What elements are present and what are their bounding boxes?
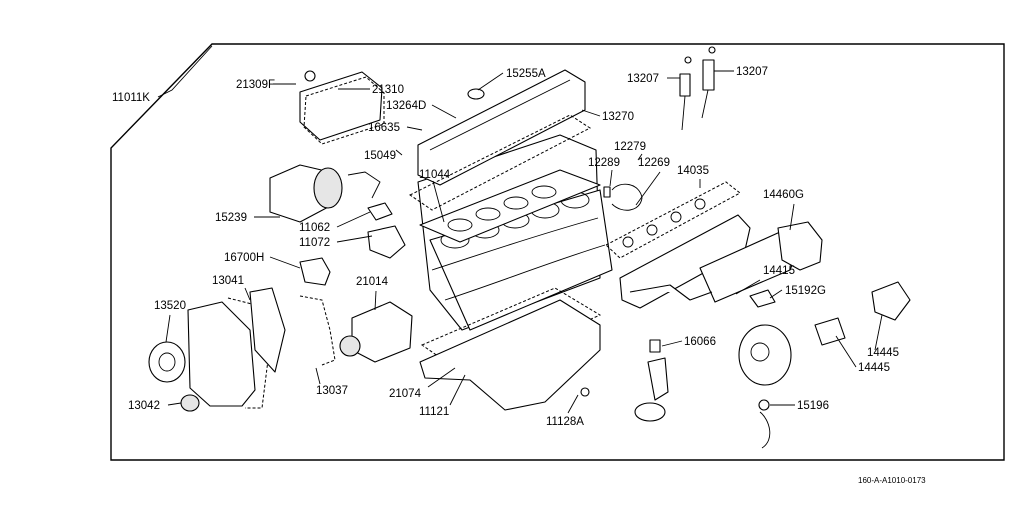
- dipstick-tube: [759, 411, 771, 449]
- part-label-21074: 21074: [389, 388, 422, 400]
- leader-line: [269, 256, 301, 269]
- part-label-12279: 12279: [614, 141, 646, 153]
- part-label-16635: 16635: [368, 122, 400, 134]
- assembly-leader: [157, 45, 213, 98]
- part-label-11062: 11062: [299, 222, 330, 234]
- leader-line: [874, 314, 883, 351]
- leader-line: [406, 126, 423, 131]
- leader-line: [167, 402, 182, 406]
- part-label-13207: 13207: [627, 73, 659, 85]
- exhaust-gasket-ports: [622, 198, 706, 248]
- cylinder-head-gasket: [419, 169, 601, 243]
- leader-line: [374, 290, 377, 311]
- leader-line: [567, 394, 579, 414]
- part-label-12289: 12289: [588, 157, 620, 169]
- leader-line: [477, 72, 504, 91]
- assembly-label: 11011K: [112, 92, 150, 104]
- part-label-13041: 13041: [212, 275, 244, 287]
- oil-filter-housing: [269, 164, 381, 223]
- leader-line: [769, 289, 783, 299]
- diagram-frame: [110, 43, 1005, 461]
- part-label-12269: 12269: [638, 157, 670, 169]
- leader-line: [315, 367, 321, 385]
- rocker-cover: [417, 69, 586, 186]
- part-label-13042: 13042: [128, 400, 160, 412]
- leader-line: [609, 169, 613, 187]
- leader-line: [661, 340, 683, 347]
- leader-line: [635, 171, 661, 206]
- part-label-11044: 11044: [419, 169, 451, 181]
- gasket-15192g: [749, 289, 776, 308]
- water-outlet: [367, 225, 406, 259]
- part-label-11128a: 11128A: [546, 416, 584, 428]
- leader-line: [336, 235, 373, 243]
- leader-line: [165, 314, 171, 343]
- leader-line: [789, 203, 795, 231]
- part-label-21310: 21310: [372, 84, 404, 96]
- leader-line: [244, 287, 251, 301]
- part-label-14035: 14035: [677, 165, 709, 177]
- leader-line: [581, 109, 601, 117]
- part-label-13520: 13520: [154, 300, 186, 312]
- part-label-15239: 15239: [215, 212, 247, 224]
- crank-pulley: [148, 341, 186, 383]
- part-label-14445: 14445: [867, 347, 899, 359]
- oil-pan: [419, 299, 601, 411]
- timing-cover: [187, 301, 256, 407]
- timing-plate: [249, 287, 286, 373]
- o-ring-15196: [758, 399, 770, 411]
- leader-line: [432, 180, 445, 223]
- leader-line: [835, 335, 857, 368]
- egr-tube: [629, 284, 713, 301]
- part-label-14415: 14415: [763, 265, 795, 277]
- fuel-pump: [738, 324, 792, 386]
- gasket-11062: [367, 202, 393, 221]
- part-label-14445: 14445: [858, 362, 890, 374]
- part-label-21014: 21014: [356, 276, 389, 288]
- part-label-13037: 13037: [316, 385, 348, 397]
- part-label-13270: 13270: [602, 111, 634, 123]
- part-label-15192g: 15192G: [785, 285, 826, 297]
- part-label-14460g: 14460G: [763, 189, 804, 201]
- part-label-15196: 15196: [797, 400, 829, 412]
- part-label-21309f: 21309F: [236, 79, 275, 91]
- front-plate-gasket: [299, 295, 336, 366]
- valve-assembly-left: [679, 56, 692, 131]
- leader-line: [637, 153, 643, 161]
- exhaust-manifold-gasket: [605, 181, 741, 259]
- part-label-15255a: 15255A: [506, 68, 546, 80]
- part-label-13264d: 13264D: [386, 100, 426, 112]
- part-label-15049: 15049: [364, 150, 396, 162]
- part-label-16066: 16066: [684, 336, 716, 348]
- leader-line: [336, 211, 371, 228]
- thermostat-housing: [777, 221, 823, 271]
- gasket-14445-b: [814, 317, 846, 346]
- leader-line: [395, 149, 403, 156]
- part-label-16700h: 16700H: [224, 252, 264, 264]
- valve-assembly-right: [701, 46, 716, 119]
- seal-12289: [603, 186, 611, 198]
- gasket-14445-a: [871, 281, 911, 321]
- front-oil-seal: [180, 394, 200, 412]
- leader-line: [427, 367, 456, 388]
- camshaft-seal: [611, 183, 643, 211]
- rocker-cover-gasket: [409, 114, 591, 211]
- gasket-16700h: [299, 257, 331, 286]
- drain-plug-gasket: [580, 387, 590, 397]
- water-pump: [339, 301, 413, 363]
- leader-line: [735, 279, 761, 295]
- part-label-11121: 11121: [419, 406, 449, 418]
- oil-pump: [634, 339, 669, 422]
- leader-line: [449, 374, 466, 406]
- leader-line: [431, 104, 457, 119]
- part-label-13207: 13207: [736, 66, 768, 78]
- part-labels: 21309F 21310 15255A 13264D 13270 13207 13207 16…: [128, 66, 899, 428]
- footer-code: 160-A-A1010-0173: [858, 476, 926, 485]
- part-label-11072: 11072: [299, 237, 330, 249]
